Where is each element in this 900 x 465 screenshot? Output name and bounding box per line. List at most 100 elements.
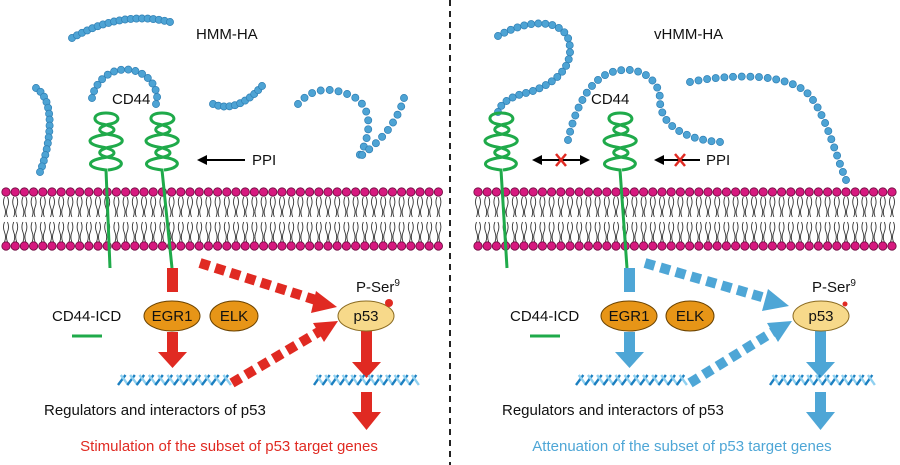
lipid-tail-upper: [732, 196, 739, 218]
lipid-head-lower: [378, 241, 388, 251]
lipid-tail-upper: [631, 196, 638, 218]
dna-strand-a: [163, 374, 174, 386]
lipid-tail-lower: [58, 221, 65, 243]
ha-bead: [508, 93, 517, 102]
lipid-head-upper: [56, 187, 66, 197]
lipid-tail-lower: [21, 221, 28, 243]
lipid-tail-lower: [49, 221, 55, 243]
ha-bead: [547, 77, 556, 86]
egr1-label-left: EGR1: [152, 308, 193, 325]
lipid-head-upper: [556, 187, 566, 197]
lipid-tail-lower: [389, 221, 396, 243]
lipid-head-lower: [341, 241, 351, 251]
lipid-head-upper: [84, 187, 94, 197]
lipid-tail-upper: [251, 196, 258, 218]
lipid-tail-lower: [484, 221, 491, 243]
ha-bead: [343, 90, 352, 98]
lipid-head-lower: [286, 241, 296, 251]
lipid-head-lower: [304, 241, 315, 251]
p53-label-right: p53: [808, 308, 833, 325]
cd44-icd-label-left: CD44-ICD: [52, 308, 121, 325]
ha-bead: [308, 89, 317, 98]
lipid-head-lower: [10, 241, 20, 251]
lipid-tail-upper: [150, 196, 157, 218]
lipid-tail-lower: [585, 221, 592, 243]
lipid-head-upper: [415, 187, 425, 197]
dna-strand-a: [648, 374, 658, 386]
lipid-head-lower: [56, 241, 66, 251]
lipid-tail-lower: [214, 221, 221, 243]
lipid-head-lower: [758, 241, 768, 251]
lipid-head-upper: [65, 187, 76, 197]
lipid-head-upper: [721, 187, 732, 197]
lipid-head-upper: [740, 187, 750, 197]
lipid-tail-upper: [741, 196, 748, 218]
lipid-tail-lower: [594, 221, 601, 243]
lipid-head-upper: [473, 187, 483, 197]
lipid-head-lower: [350, 241, 361, 251]
ha-bead: [634, 67, 643, 76]
ha-bead: [796, 84, 805, 93]
lipid-tail-upper: [85, 196, 92, 218]
lipid-tail-lower: [242, 221, 249, 243]
lipid-tail-lower: [686, 221, 693, 243]
lipid-tail-lower: [870, 221, 877, 243]
lipid-tail-upper: [380, 196, 387, 218]
lipid-tail-upper: [787, 196, 794, 218]
lipid-head-upper: [304, 187, 315, 197]
dna-strand-b: [213, 374, 223, 386]
cell-membrane-left: [1, 187, 443, 251]
lipid-tail-lower: [435, 221, 442, 243]
lipid-head-lower: [887, 241, 897, 251]
lipid-tail-upper: [530, 196, 537, 218]
lipid-tail-lower: [723, 221, 730, 243]
ha-bead: [737, 72, 746, 81]
lipid-tail-lower: [297, 221, 304, 243]
lipid-head-upper: [295, 187, 305, 197]
ha-bead: [729, 72, 737, 81]
phospho-dot-left: [385, 299, 393, 307]
lipid-tail-lower: [548, 221, 555, 243]
dna-strand-a: [408, 374, 418, 386]
lipid-tail-lower: [787, 221, 794, 243]
regulators-label-left: Regulators and interactors of p53: [44, 402, 266, 419]
elk-node-left: [209, 300, 259, 332]
lipid-head-lower: [222, 241, 232, 251]
lipid-tail-upper: [334, 196, 341, 218]
ppi-arrowhead-left: [197, 155, 207, 165]
lipid-head-upper: [657, 187, 667, 197]
dna-strand-a: [365, 374, 374, 386]
lipid-head-lower: [473, 241, 483, 251]
dna-strand-b: [129, 374, 139, 386]
ha-bead: [528, 87, 537, 95]
lipid-head-upper: [730, 187, 741, 197]
ha-bead: [746, 72, 755, 81]
lipid-tail-upper: [343, 196, 350, 218]
ha-bead: [617, 66, 626, 75]
lipid-tail-upper: [306, 196, 313, 218]
lipid-tail-upper: [122, 196, 129, 218]
cd44-receptor-right-1: [483, 111, 511, 269]
hmm-ha-label: HMM-HA: [196, 26, 258, 43]
ha-bead: [497, 101, 506, 110]
lipid-head-upper: [185, 187, 195, 197]
lipid-head-upper: [528, 187, 538, 197]
lipid-head-upper: [611, 187, 621, 197]
ha-bead: [842, 176, 850, 184]
lipid-head-lower: [240, 241, 250, 251]
lipid-head-upper: [360, 187, 370, 197]
lipid-head-lower: [721, 241, 732, 251]
lipid-tail-upper: [714, 196, 721, 218]
lipid-tail-upper: [548, 196, 555, 218]
lipid-tail-lower: [603, 221, 610, 243]
regulators-label-right: Regulators and interactors of p53: [502, 402, 724, 419]
ha-bead: [656, 100, 665, 109]
lipid-head-upper: [341, 187, 351, 197]
lipid-head-lower: [546, 241, 557, 251]
dna-strand-a: [135, 374, 146, 386]
vhmm-ha-label: vHMM-HA: [654, 26, 723, 43]
lipid-head-lower: [519, 241, 529, 251]
ha-bead: [682, 130, 691, 139]
lipid-head-upper: [786, 187, 796, 197]
